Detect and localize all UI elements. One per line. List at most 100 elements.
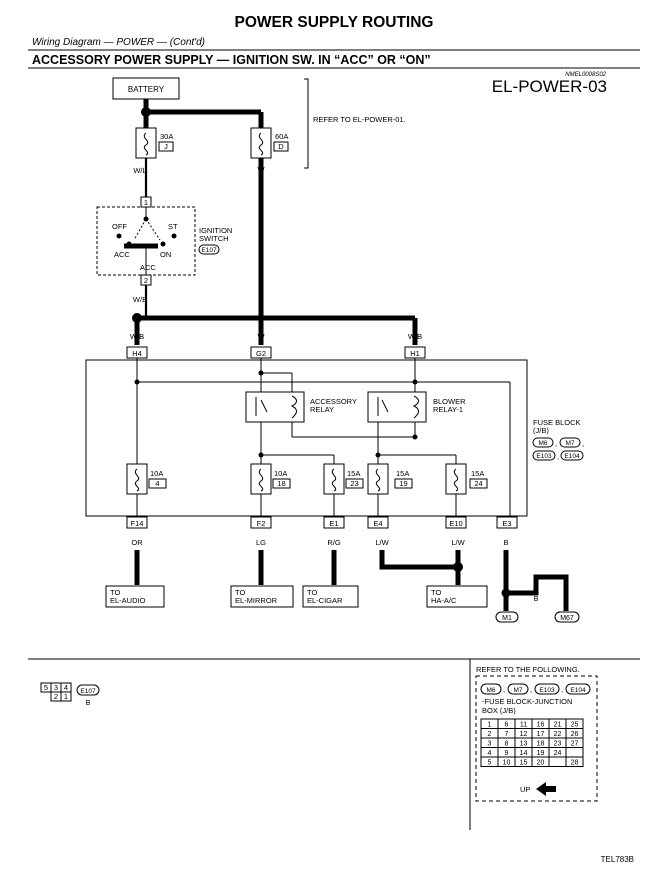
- fuse-10a-18: 10A 18: [250, 463, 291, 495]
- fuse-60a-amp: 60A: [275, 132, 288, 141]
- page-subtitle: Wiring Diagram — POWER — (Cont'd): [32, 37, 205, 48]
- ground-m1: M1: [495, 611, 519, 623]
- fuse-block-comma-1: ,: [555, 439, 557, 448]
- ignition-off-label: OFF: [112, 222, 127, 231]
- destination-el-audio: TO EL-AUDIO: [105, 585, 165, 608]
- blower-relay-switch-icon: [381, 399, 389, 413]
- refer-comma-3: ,: [561, 685, 563, 694]
- output-e1-box: [323, 516, 345, 529]
- fuse-19-body: [367, 463, 389, 495]
- fuse-30a-symbol-icon: [143, 132, 149, 156]
- fuse-18-amp: 10A: [274, 469, 287, 478]
- output-terminal-e3: E3: [496, 516, 518, 529]
- blower-relay-1: BLOWER RELAY-1: [367, 391, 466, 423]
- ignition-connector-badge: [198, 244, 220, 255]
- dest-hac-name: HA-A/C: [431, 596, 457, 605]
- wire-wb-ign-label: W/B: [133, 295, 147, 304]
- fuse-60a-symbol-icon: [258, 132, 264, 156]
- fuse-19-amp: 15A: [396, 469, 409, 478]
- output-e10-box: [445, 516, 467, 529]
- accessory-relay: ACCESSORY RELAY: [245, 391, 357, 423]
- fuse-block-connector-e104-label: E104: [564, 453, 580, 460]
- jb-grid-cell-label: 27: [571, 740, 579, 747]
- jb-grid-cell-label: 23: [554, 740, 562, 747]
- accessory-relay-label-1: ACCESSORY: [310, 397, 357, 406]
- fuse-18-body: [250, 463, 272, 495]
- jb-grid-cell-label: 25: [571, 721, 579, 728]
- dest-mirror-name: EL-MIRROR: [235, 596, 278, 605]
- dest-cigar-to: TO: [307, 588, 317, 597]
- top-wire-left-label: W/B: [130, 332, 144, 341]
- jb-grid-cell-label: 17: [537, 731, 545, 738]
- refer-connector-e103-label: E103: [539, 687, 555, 694]
- destination-el-cigar: TO EL-CIGAR: [302, 585, 359, 608]
- fuse-block-connector-m7-label: M7: [565, 440, 574, 447]
- up-arrow-icon: [536, 782, 556, 796]
- ground-m67-wire-label: B: [563, 594, 568, 603]
- refer-text: REFER TO EL-POWER-01.: [313, 115, 406, 124]
- refer-following-title: REFER TO THE FOLLOWING.: [476, 665, 580, 674]
- fuse-24-code-box: [469, 478, 488, 489]
- accessory-relay-box: [245, 391, 305, 423]
- diagram-id: EL-POWER-03: [492, 77, 607, 96]
- battery-label: BATTERY: [128, 85, 165, 94]
- jb-grid-cell-label: 13: [520, 740, 528, 747]
- ground-m1-badge: [495, 611, 519, 623]
- output-e10-label: E10: [449, 519, 462, 528]
- ignition-terminal-st: [171, 233, 177, 239]
- ignition-st-label: ST: [168, 222, 178, 231]
- jb-grid-cell-label: 6: [505, 721, 509, 728]
- dest-mirror-box: [230, 585, 294, 608]
- connector-e107-badge: [76, 684, 100, 696]
- ground-m1-wire-label: B: [503, 594, 508, 603]
- dest-audio-name: EL-AUDIO: [110, 596, 146, 605]
- jb-grid-cell-label: 19: [537, 750, 545, 757]
- fuse-30a-code-box: [158, 141, 174, 152]
- fb-h4-splice: [134, 379, 140, 385]
- jb-grid-cell-label: 16: [537, 721, 545, 728]
- refer-connector-m6-label: M6: [486, 687, 495, 694]
- fuse-30a-code: J: [164, 142, 168, 151]
- output-wire-rg: R/G: [327, 538, 341, 547]
- fuse-18-symbol-icon: [258, 468, 264, 492]
- connector-e107-legend: 5 3 4 2 1 E107 B: [40, 682, 100, 707]
- refer-connector-m6: [480, 683, 502, 695]
- jb-grid-cell-label: 8: [505, 740, 509, 747]
- blower-relay-label-2: RELAY-1: [433, 405, 463, 414]
- connector-cell-5: 5: [44, 683, 48, 692]
- output-terminal-f14: F14: [126, 516, 148, 529]
- figure-code: TEL783B: [601, 855, 634, 864]
- output-wire-lg: LG: [256, 538, 266, 547]
- jb-grid-cell-label: 3: [488, 740, 492, 747]
- ignition-terminal-on: [160, 241, 166, 247]
- jb-grid-cell-label: 4: [488, 750, 492, 757]
- refer-desc-1: -FUSE BLOCK-JUNCTION: [482, 697, 572, 706]
- output-terminal-f2: F2: [250, 516, 272, 529]
- refer-following-frame: [475, 675, 598, 802]
- jb-grid-cell: [565, 756, 584, 767]
- wire-w-label: W: [257, 165, 265, 174]
- accessory-relay-switch-icon: [260, 399, 268, 413]
- ignition-pin-top-label: 1: [144, 198, 148, 207]
- fuse-4-symbol-icon: [134, 468, 140, 492]
- ignition-connector-label: E107: [201, 247, 217, 254]
- top-wire-mid-label: W: [257, 332, 265, 341]
- jb-grid-cell: [565, 747, 584, 758]
- fuse-block-comma-2: ,: [582, 439, 584, 448]
- fuse-60a-code: D: [278, 142, 284, 151]
- ignition-pin-bottom-label: 2: [144, 276, 148, 285]
- jb-grid-cell-label: 10: [503, 759, 511, 766]
- fuse-23-symbol-icon: [331, 468, 337, 492]
- output-terminal-e1: E1: [323, 516, 345, 529]
- fuse-block-label-1: FUSE BLOCK: [533, 418, 581, 427]
- ignition-switch-label-2: SWITCH: [199, 234, 229, 243]
- section-title: ACCESSORY POWER SUPPLY — IGNITION SW. IN…: [32, 53, 431, 67]
- fuse-block-connector-e104: [560, 450, 584, 461]
- jb-grid-cell-label: 11: [520, 721, 527, 728]
- refer-bracket: [304, 78, 309, 169]
- connector-cell-2: 2: [54, 692, 58, 701]
- wire-e4-to-hac: [379, 550, 458, 570]
- fuse-18-code: 18: [277, 479, 285, 488]
